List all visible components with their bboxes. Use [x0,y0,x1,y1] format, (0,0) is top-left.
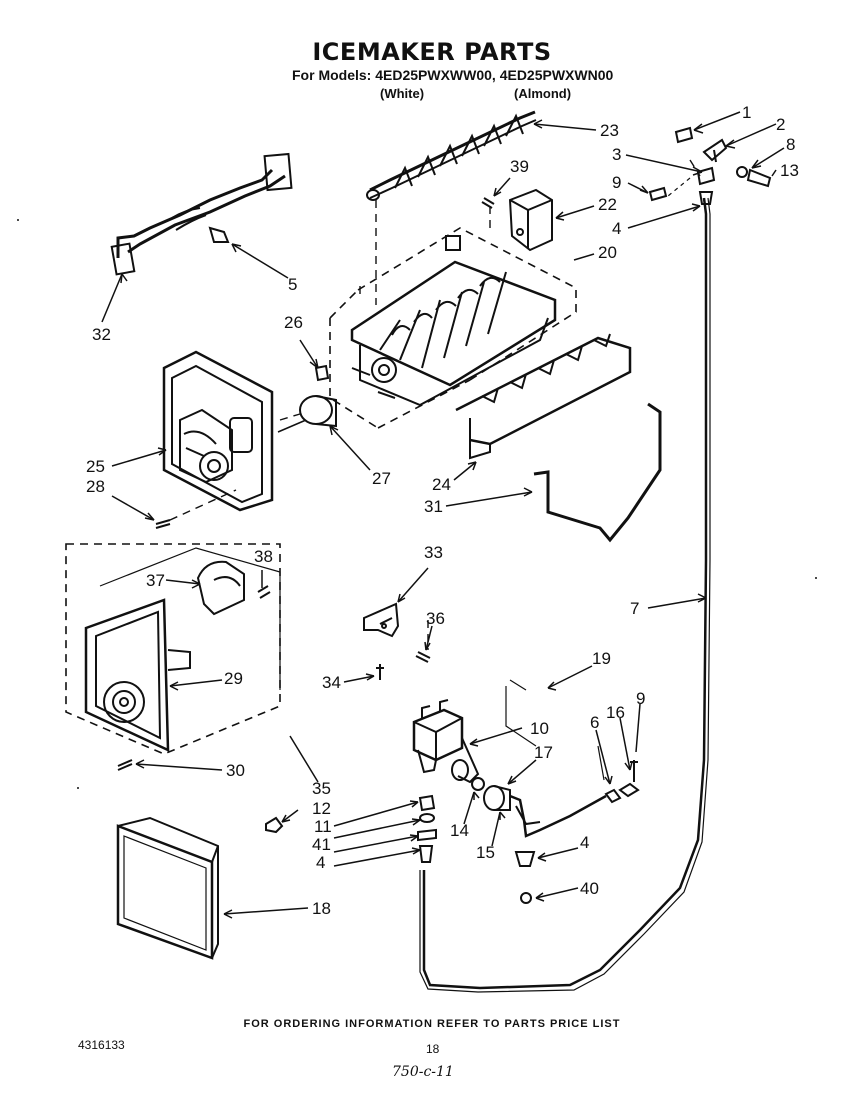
callout-number: 9 [612,173,621,192]
callout-number: 36 [426,609,445,628]
mold-assembly [329,227,577,429]
callout-number: 16 [606,703,625,722]
callout-number: 31 [424,497,443,516]
callout-number: 35 [312,779,331,798]
callout-number: 30 [226,761,245,780]
callout-number: 7 [630,599,639,618]
fitting-6-16 [597,745,640,804]
fill-cup-assembly [455,333,632,460]
callout-number: 39 [510,157,529,176]
color-label-white: (White) [380,86,425,101]
wire-harness [110,152,293,276]
callout-number: 4 [316,853,325,872]
callout-number: 4 [580,833,589,852]
document-part-number: 4316133 [78,1038,125,1052]
valve-fittings-stack [417,794,437,863]
models-line: For Models: 4ED25PWXWW00, 4ED25PWXWN00 [292,67,614,83]
callout-number: 14 [450,821,469,840]
callout-number: 33 [424,543,443,562]
water-valve [412,679,537,784]
callout-number: 34 [322,673,341,692]
callout-labels: 1 2 3 8 13 9 4 23 39 22 20 5 32 26 27 25… [86,103,799,918]
callout-number: 41 [312,835,331,854]
callout-number: 9 [636,689,645,708]
plug-40 [520,892,532,904]
screw-30 [117,759,133,771]
callout-number: 25 [86,457,105,476]
callout-number: 24 [432,475,451,494]
callout-number: 4 [612,219,621,238]
motor-module-box [65,543,281,755]
fitting-15 [483,785,607,838]
callout-number: 20 [598,243,617,262]
color-label-almond: (Almond) [514,86,572,101]
callout-number: 22 [598,195,617,214]
screw-36 [415,651,431,663]
diagram-title: ICEMAKER PARTS [312,38,552,66]
callout-number: 40 [580,879,599,898]
clip-26 [314,364,330,382]
screw-28 [155,519,171,529]
washer-14 [471,777,485,791]
callout-number: 32 [92,325,111,344]
stray-mark [815,577,817,579]
callout-number: 1 [742,103,751,122]
callout-number: 17 [534,743,553,762]
callout-number: 23 [600,121,619,140]
handwritten-note: 750-c-11 [392,1064,454,1080]
front-cover [116,816,219,960]
ordering-info: FOR ORDERING INFORMATION REFER TO PARTS … [243,1018,621,1030]
stray-mark [77,787,79,789]
callout-number: 3 [612,145,621,164]
screw-34 [376,664,384,680]
screw-39 [481,197,495,209]
callout-number: 6 [590,713,599,732]
callout-number: 10 [530,719,549,738]
page-number: 18 [426,1042,440,1056]
water-fill-tube [419,197,711,993]
callout-number: 37 [146,571,165,590]
stray-mark [17,219,19,221]
callout-number: 2 [776,115,785,134]
callout-number: 29 [224,669,243,688]
tube-fittings-top [648,126,772,205]
grommet-4 [514,851,536,867]
callout-number: 8 [786,135,795,154]
control-housing [162,350,274,512]
callout-number: 15 [476,843,495,862]
callout-number: 38 [254,547,273,566]
callout-number: 13 [780,161,799,180]
callout-number: 18 [312,899,331,918]
callout-number: 19 [592,649,611,668]
callout-number: 26 [284,313,303,332]
callout-number: 12 [312,799,331,818]
nut-12 [265,816,284,834]
callout-number: 5 [288,275,297,294]
callout-number: 28 [86,477,105,496]
callout-number: 27 [372,469,391,488]
callout-number: 11 [314,817,332,836]
shutoff-arm [533,402,662,543]
mounting-bracket [508,188,553,252]
leader-lines [101,111,785,919]
bracket-33 [363,602,400,638]
ejector-blade [366,110,537,201]
motor-27 [277,395,337,433]
